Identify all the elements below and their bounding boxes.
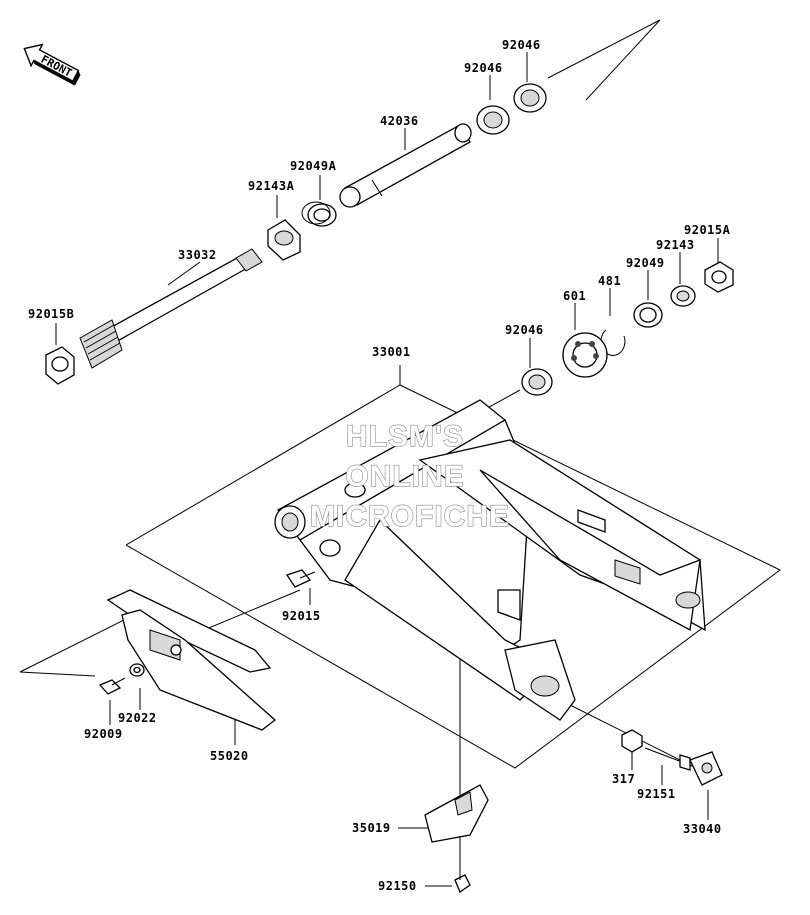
adjuster-block-33040 [689,751,723,786]
washer-92022 [129,663,145,677]
sleeve-42036 [339,123,472,208]
label-92015a: 92015A [684,223,731,237]
front-arrow-icon: FRONT [23,43,81,86]
label-33032: 33032 [178,248,217,262]
label-92143a: 92143A [248,179,295,193]
circlip-481 [600,329,626,356]
guard-35019 [424,784,489,843]
label-92009: 92009 [84,727,123,741]
label-92049: 92049 [626,256,665,270]
pivot-shaft-33032 [79,248,263,369]
collar-92143a [267,219,301,261]
label-92046-top: 92046 [502,38,541,52]
nut-317 [621,729,643,753]
label-35019: 35019 [352,821,391,835]
seal-92049a [301,201,337,227]
label-92046-mid: 92046 [464,61,503,75]
label-33001: 33001 [372,345,411,359]
label-92049a: 92049A [290,159,337,173]
label-92015: 92015 [282,609,321,623]
label-92151: 92151 [637,787,676,801]
label-92046-low: 92046 [505,323,544,337]
adjuster-bolt-92151 [644,747,691,771]
label-481: 481 [598,274,621,288]
watermark-line-2: ONLINE [345,460,464,493]
collar-92143 [670,285,696,307]
swingarm-33001 [274,399,706,721]
bolt-92009 [98,677,126,695]
label-601: 601 [563,289,586,303]
needle-bearing-92046-c [521,368,553,396]
chain-guide-55020 [106,589,277,731]
watermark-line-3: MICROFICHE [310,500,510,533]
label-33040: 33040 [683,822,722,836]
nut-92015b [45,346,75,385]
nut-92015a [704,261,734,293]
part-labels: 92046 92046 42036 92049A 92143A 33032 92… [28,38,731,893]
label-92150: 92150 [378,879,417,893]
needle-bearing-92046-a [476,105,510,135]
watermark: HLSM'S ONLINE MICROFICHE [309,419,510,533]
label-42036: 42036 [380,114,419,128]
leader-lines [55,52,719,887]
bolt-92150 [454,870,471,893]
seal-92049 [633,302,663,328]
label-317: 317 [612,772,635,786]
label-92015b: 92015B [28,307,74,321]
bolt-92015 [285,569,316,588]
label-55020: 55020 [210,749,249,763]
label-92143: 92143 [656,238,695,252]
label-92022: 92022 [118,711,157,725]
ball-bearing-601 [562,332,608,378]
needle-bearing-92046-b [513,83,547,113]
watermark-line-1: HLSM'S [346,420,464,453]
